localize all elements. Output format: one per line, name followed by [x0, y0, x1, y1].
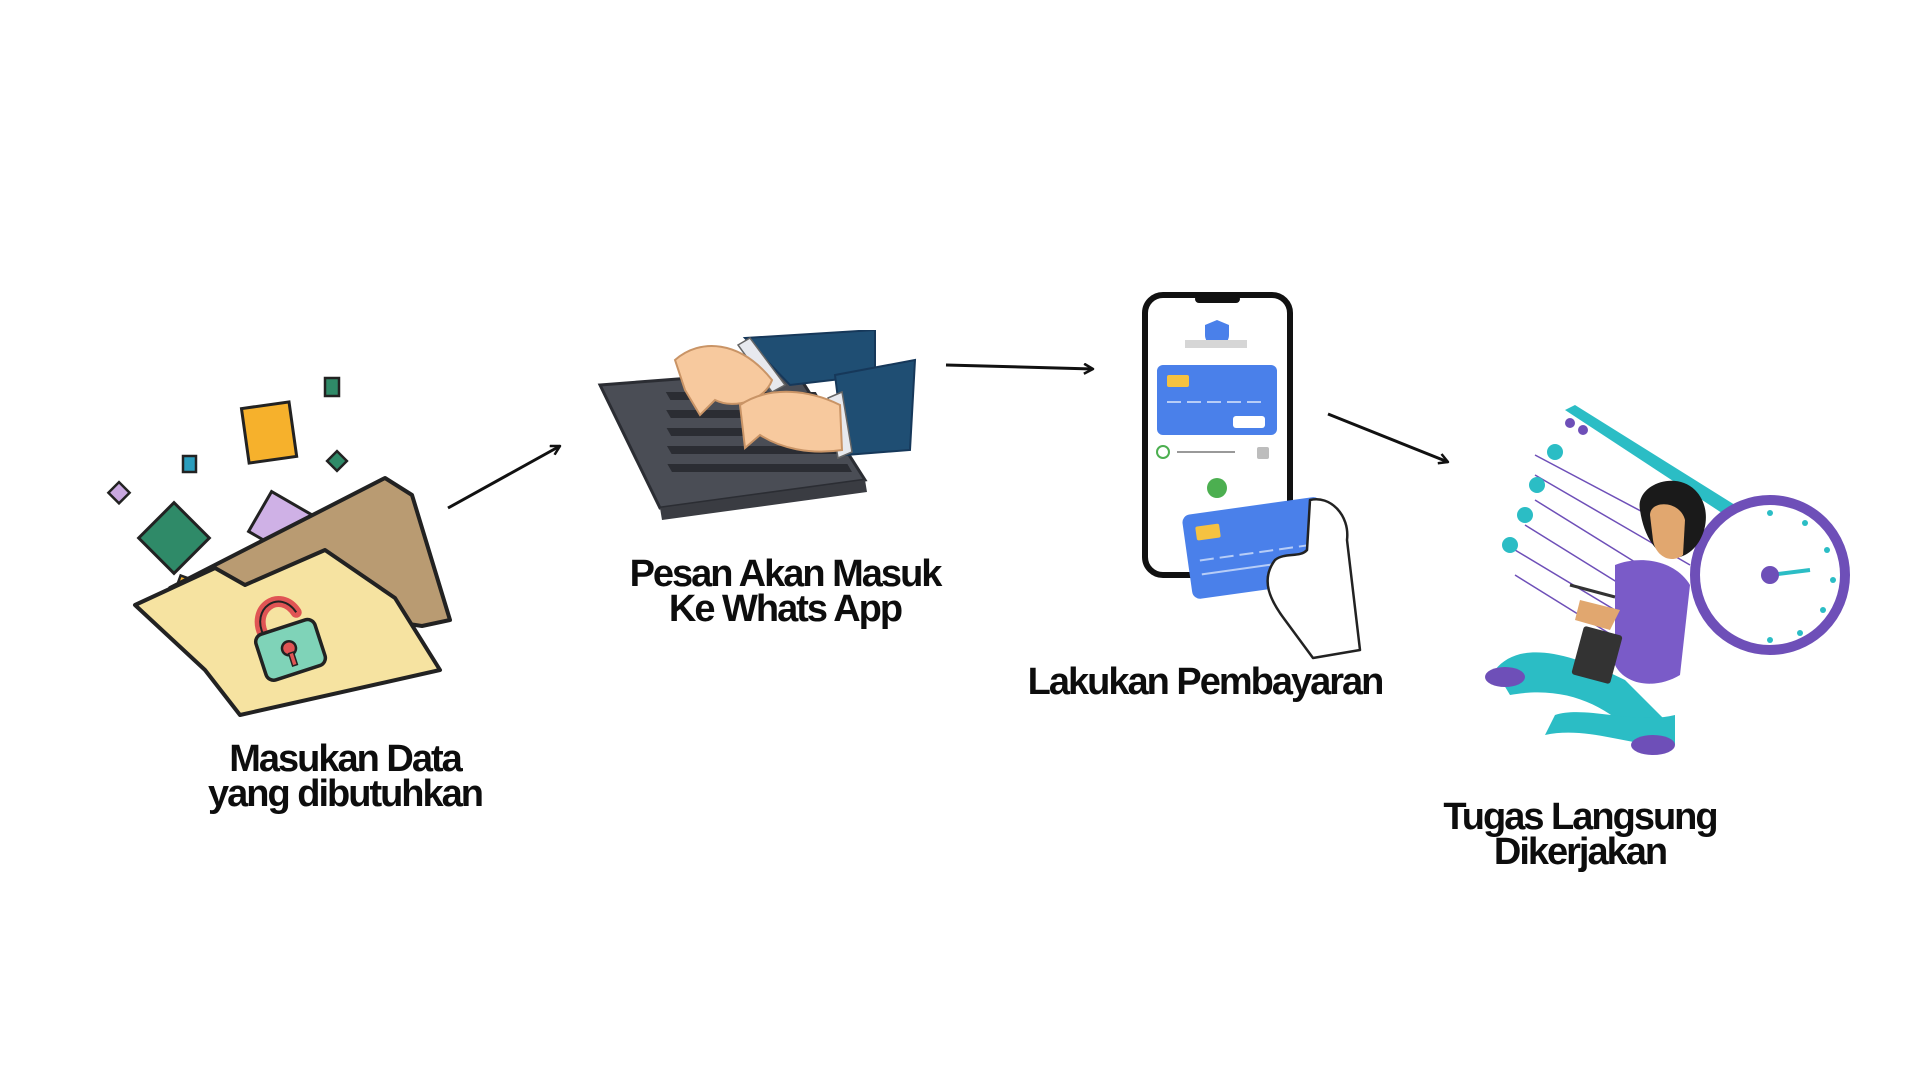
person-working-clock-icon — [1485, 405, 1850, 755]
unlocked-folder-icon — [106, 376, 452, 717]
arrow-step1-to-step2 — [447, 444, 560, 510]
step-4-caption: Tugas Langsung Dikerjakan — [1443, 796, 1718, 873]
step-1-caption: Masukan Data yang dibutuhkan — [208, 738, 484, 815]
step-2-caption: Pesan Akan Masuk Ke Whats App — [629, 553, 943, 630]
arrow-step3-to-step4 — [1327, 412, 1448, 462]
typing-keyboard-icon — [597, 330, 917, 520]
step-3-caption: Lakukan Pembayaran — [1027, 661, 1385, 703]
mobile-payment-icon — [1142, 292, 1362, 660]
arrow-step2-to-step3 — [945, 365, 1093, 369]
